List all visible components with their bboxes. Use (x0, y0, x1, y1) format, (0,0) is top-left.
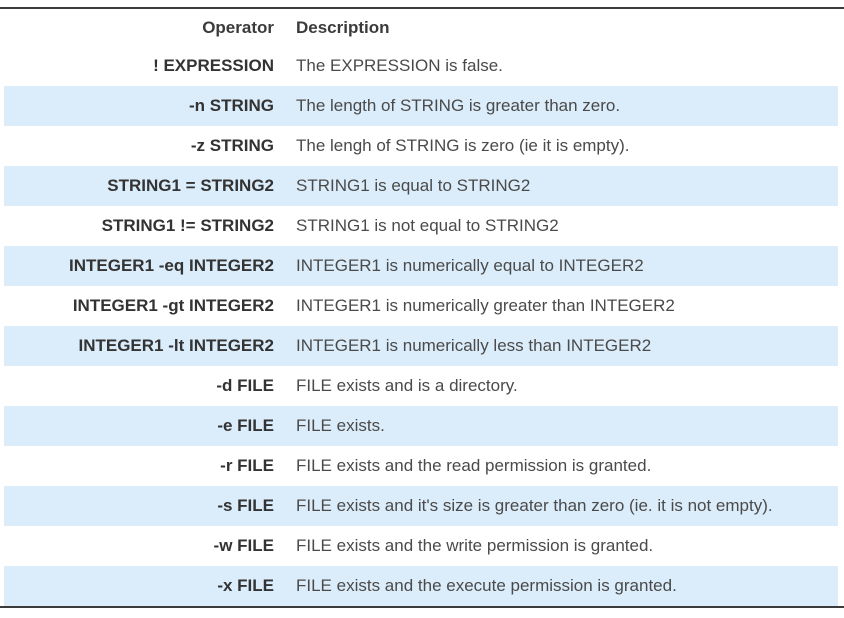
operator-cell: INTEGER1 -lt INTEGER2 (78, 336, 274, 355)
operator-cell: -n STRING (189, 96, 274, 115)
description-cell: FILE exists and the read permission is g… (296, 456, 652, 475)
table-row: STRING1 = STRING2 STRING1 is equal to ST… (4, 166, 838, 206)
column-header-operator: Operator (202, 17, 274, 37)
operator-cell: -d FILE (216, 376, 274, 395)
table-row: -n STRING The length of STRING is greate… (4, 86, 838, 126)
description-cell: FILE exists and the write permission is … (296, 536, 654, 555)
description-cell: The EXPRESSION is false. (296, 56, 503, 75)
description-cell: FILE exists and it's size is greater tha… (296, 496, 773, 515)
operator-cell: STRING1 = STRING2 (107, 176, 274, 195)
operator-cell: -e FILE (217, 416, 274, 435)
operator-cell: -x FILE (217, 576, 274, 595)
description-cell: INTEGER1 is numerically equal to INTEGER… (296, 256, 644, 275)
column-header-description: Description (296, 17, 390, 37)
description-cell: STRING1 is equal to STRING2 (296, 176, 531, 195)
table-row: -r FILE FILE exists and the read permiss… (4, 446, 838, 486)
operator-cell: INTEGER1 -eq INTEGER2 (69, 256, 274, 275)
operator-cell: -s FILE (217, 496, 274, 515)
table-row: -d FILE FILE exists and is a directory. (4, 366, 838, 406)
operator-cell: STRING1 != STRING2 (101, 216, 274, 235)
operator-cell: -z STRING (190, 136, 274, 155)
description-cell: FILE exists. (296, 416, 385, 435)
operators-table: Operator Description ! EXPRESSION The EX… (0, 7, 844, 608)
description-cell: INTEGER1 is numerically less than INTEGE… (296, 336, 652, 355)
operator-cell: -w FILE (213, 536, 274, 555)
table-row: -z STRING The lengh of STRING is zero (i… (4, 126, 838, 166)
description-cell: INTEGER1 is numerically greater than INT… (296, 296, 675, 315)
table-row: STRING1 != STRING2 STRING1 is not equal … (4, 206, 838, 246)
table-row: ! EXPRESSION The EXPRESSION is false. (4, 46, 838, 86)
table-row: INTEGER1 -lt INTEGER2 INTEGER1 is numeri… (4, 326, 838, 366)
table-row: INTEGER1 -eq INTEGER2 INTEGER1 is numeri… (4, 246, 838, 286)
table-row: -x FILE FILE exists and the execute perm… (4, 566, 838, 606)
table-body: ! EXPRESSION The EXPRESSION is false. -n… (0, 46, 844, 606)
table-row: -w FILE FILE exists and the write permis… (4, 526, 838, 566)
table-row: INTEGER1 -gt INTEGER2 INTEGER1 is numeri… (4, 286, 838, 326)
description-cell: The lengh of STRING is zero (ie it is em… (296, 136, 630, 155)
description-cell: FILE exists and is a directory. (296, 376, 518, 395)
operator-cell: ! EXPRESSION (153, 56, 274, 75)
description-cell: STRING1 is not equal to STRING2 (296, 216, 559, 235)
description-cell: FILE exists and the execute permission i… (296, 576, 677, 595)
table-row: -s FILE FILE exists and it's size is gre… (4, 486, 838, 526)
table-row: -e FILE FILE exists. (4, 406, 838, 446)
operator-cell: INTEGER1 -gt INTEGER2 (72, 296, 274, 315)
description-cell: The length of STRING is greater than zer… (296, 96, 621, 115)
table-header-row: Operator Description (4, 9, 838, 46)
operator-cell: -r FILE (220, 456, 274, 475)
